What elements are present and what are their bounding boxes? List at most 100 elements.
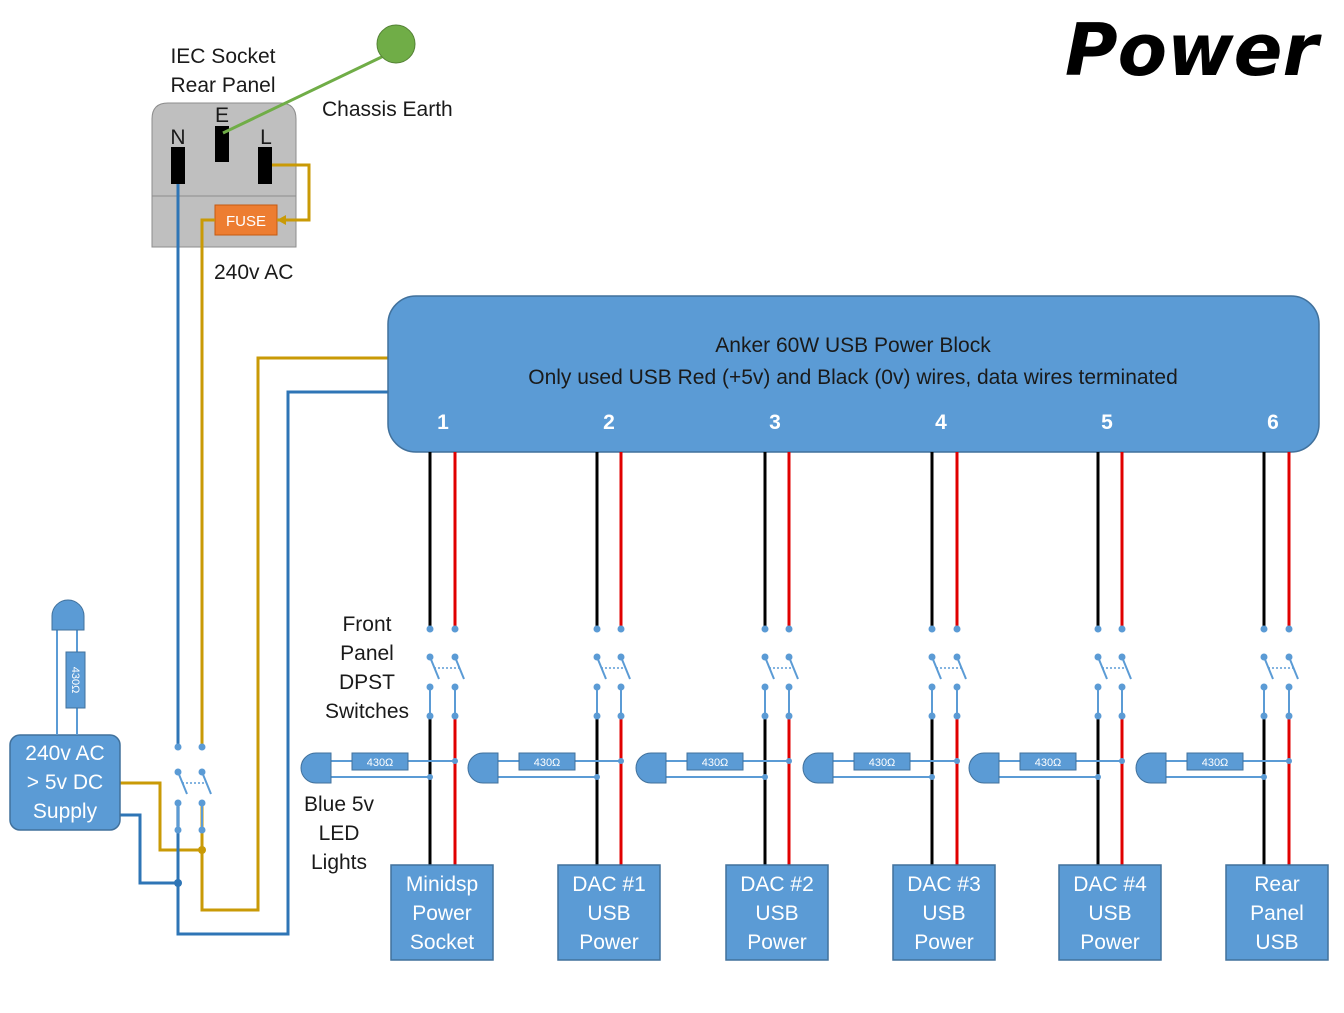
live-wire [120,163,388,912]
led-3: 430Ω [635,752,792,784]
led-resistor [1019,752,1077,771]
switch-contact [953,625,961,633]
led-icon [1135,752,1167,784]
led-resistor [351,752,409,771]
output-label-line-3: USB [1255,931,1298,954]
switch-label-line3: DPST [339,671,395,694]
dpst-switch-5-pole-2 [1118,625,1132,720]
switch-contact [593,625,601,633]
supply-led-indicator: 430Ω [51,599,86,735]
output-box [725,864,829,961]
dpst-switch-6 [1260,625,1299,720]
led-label-line2: LED [319,822,360,845]
switch-contact [426,625,434,633]
dpst-switch-2 [593,625,631,720]
resistor-label: 430Ω [367,757,394,769]
led-junction [786,758,792,764]
output-label-line-2: USB [587,902,630,925]
anker-port-4: 4 [935,411,947,434]
switch-blade [201,771,212,795]
live-arrow [277,215,286,225]
switch-contact [761,712,769,720]
supply-line2: > 5v DC [27,771,103,794]
led-icon [968,752,1000,784]
neutral-junction [174,879,182,887]
led-junction [594,774,600,780]
anker-port-1: 1 [437,411,449,434]
iec-caption-line1: IEC Socket [170,45,275,68]
led-6: 430Ω [1135,752,1292,784]
switch-contact [1260,712,1268,720]
switch-label-line4: Switches [325,700,409,723]
page-title: Power [1065,8,1323,92]
output-label-line-2: Power [412,902,472,925]
switch-contact [1094,653,1102,661]
output-box [390,864,494,961]
output-box [892,864,996,961]
resistor-label: 430Ω [869,757,896,769]
resistor-label: 430Ω [1202,757,1229,769]
output-label-line-3: Power [747,931,807,954]
anker-port-6: 6 [1267,411,1279,434]
led-junction [452,758,458,764]
switch-contact [617,653,625,661]
anker-title: Anker 60W USB Power Block [715,334,991,357]
switch-contact [785,712,793,720]
switch-contact [174,743,182,751]
switch-label-line1: Front [342,613,391,636]
switch-blade [956,656,967,680]
output-label-line-1: DAC #3 [907,873,981,896]
output-label-line-1: DAC #1 [572,873,646,896]
mains-switch-pole-1 [174,743,188,834]
switch-contact [785,625,793,633]
dpst-switch-3-pole-1 [761,625,775,720]
dpst-switch-4-pole-1 [928,625,942,720]
switch-contact [617,625,625,633]
led-resistor [1186,752,1244,771]
resistor-label: 430Ω [1035,757,1062,769]
ac-label: 240v AC [214,261,293,284]
dpst-switch-3-pole-2 [785,625,799,720]
switch-contact [593,653,601,661]
dpst-switch-2-pole-1 [593,625,607,720]
switch-contact [1260,653,1268,661]
led-junction [427,774,433,780]
switch-blade [454,656,465,680]
switch-contact [1118,712,1126,720]
output-label-line-1: Rear [1254,873,1300,896]
output-label-line-2: USB [1088,902,1131,925]
dpst-switch-1 [426,625,465,720]
led-icon [467,752,499,784]
pin-e-label: E [215,104,229,127]
switch-blade [1288,656,1299,680]
chassis-earth-label: Chassis Earth [322,98,453,121]
led-5: 430Ω [968,752,1125,784]
output-box [1225,864,1329,961]
supply-line1: 240v AC [25,742,104,765]
anker-port-3: 3 [769,411,781,434]
dpst-switch-2-pole-2 [617,625,631,720]
output-label-line-1: DAC #2 [740,873,814,896]
switch-blade [788,656,799,680]
switch-contact [953,712,961,720]
earth-wire [222,50,393,135]
switch-contact [617,712,625,720]
led-resistor [518,752,576,771]
dpst-switch-3 [761,625,799,720]
switch-contact [761,653,769,661]
iec-socket: IEC Socket Rear Panel N E L FUSE 240v AC [151,45,297,284]
switch-contact [1285,653,1293,661]
switch-contact [1118,653,1126,661]
led-4: 430Ω [802,752,960,784]
led-label: Blue 5v LED Lights [304,793,375,874]
output-label-line-2: Panel [1250,902,1304,925]
supply-led-icon [51,599,85,631]
live-junction [198,846,206,854]
